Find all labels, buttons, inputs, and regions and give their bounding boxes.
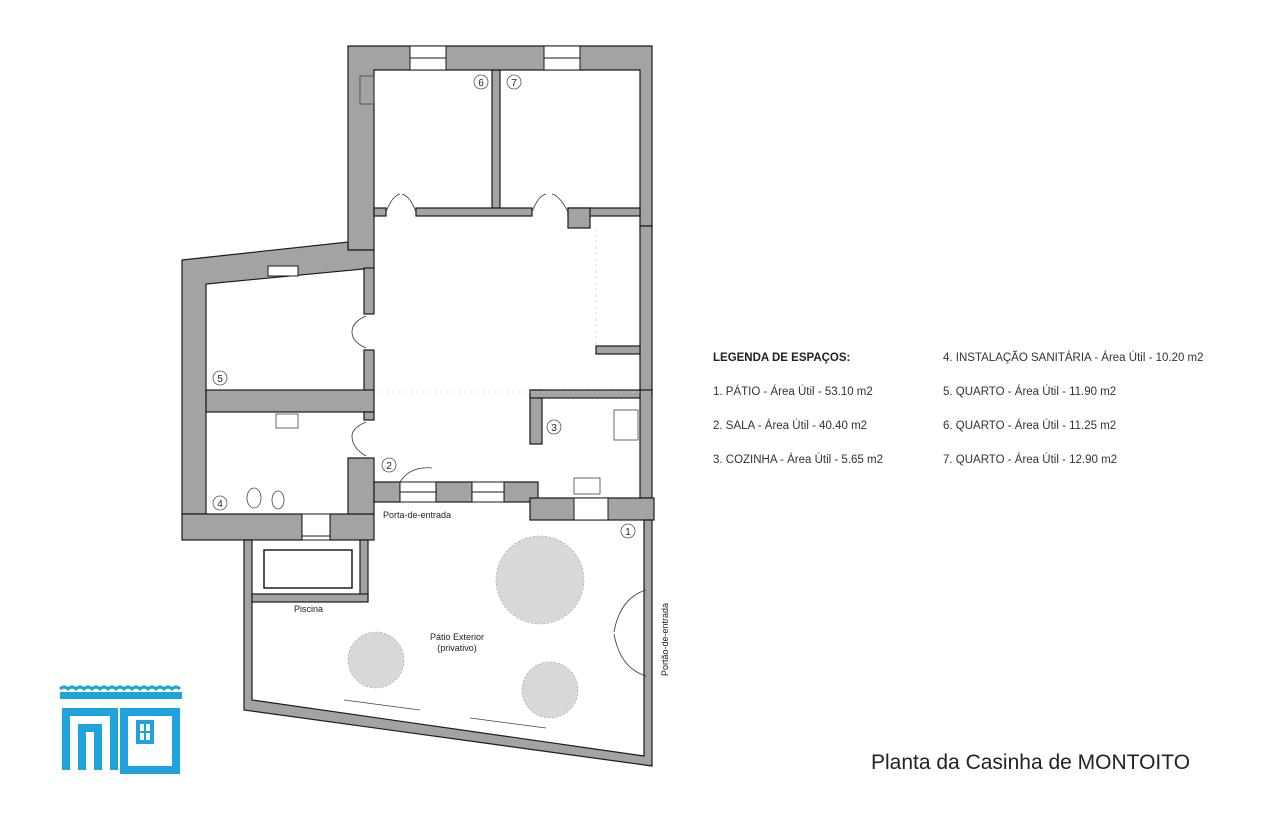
wall-patio-pool-bottom — [251, 593, 369, 603]
logo-crenellation — [58, 685, 182, 692]
label-front-door: Porta-de-entrada — [383, 510, 451, 520]
door-swings — [351, 193, 647, 677]
toilet-1 — [246, 487, 262, 509]
wall-divider-6-7 — [491, 69, 501, 215]
wall-patio-pool-right — [359, 539, 369, 599]
tree-left — [347, 631, 405, 689]
door-room6 — [385, 193, 417, 213]
window-room5 — [267, 265, 299, 277]
label-gate: Portão-de-entrada — [660, 603, 670, 676]
wall-bedroom-mid-bottom — [415, 207, 533, 217]
wall-front-left — [373, 481, 401, 503]
door-front — [399, 467, 433, 483]
room-marker-text: 2 — [386, 461, 392, 472]
room-marker-text: 7 — [511, 78, 517, 89]
logo-roofline — [60, 692, 182, 699]
wall-left-wing — [181, 241, 375, 515]
legend-item-3: 3. COZINHA - Área Útil - 5.65 m2 — [713, 454, 883, 466]
wall-bottom-mid — [329, 513, 375, 541]
legend-column-left: LEGENDA DE ESPAÇOS: 1. PÁTIO - Área Útil… — [713, 350, 883, 486]
room-marker-text: 6 — [478, 78, 484, 89]
legend-column-right: 4. INSTALAÇÃO SANITÁRIA - Área Útil - 10… — [943, 350, 1204, 486]
window-openings — [267, 45, 609, 541]
room-marker-5: 5 — [212, 370, 228, 386]
trees — [347, 535, 585, 719]
label-patio-1: Pátio Exterior — [430, 632, 484, 642]
plan-labels: Porta-de-entrada Piscina Pátio Exterior … — [294, 510, 670, 676]
room-marker-3: 3 — [546, 419, 562, 435]
wall-kitchen-top — [529, 389, 641, 399]
kitchen-sink — [573, 477, 601, 495]
legend-item-6: 6. QUARTO - Área Útil - 11.25 m2 — [943, 420, 1117, 432]
label-pool: Piscina — [294, 604, 323, 614]
wall-room5-bottom — [205, 389, 375, 413]
room-marker-text: 3 — [551, 423, 557, 434]
room-marker-text: 1 — [625, 527, 631, 538]
wall-room5-right-bot — [363, 349, 375, 395]
door-room5 — [351, 315, 367, 349]
sink-bath — [275, 413, 299, 429]
wall-bottom-left — [181, 513, 303, 541]
wall-right-kitchen — [639, 389, 653, 499]
wall-front-pier1 — [435, 481, 473, 503]
wall-sala-pier — [595, 345, 641, 355]
bench-2 — [469, 717, 547, 729]
window-kitchen — [573, 497, 609, 521]
door-room4 — [351, 421, 367, 457]
room-markers: 1 2 3 4 5 6 7 — [212, 74, 636, 539]
wall-bedroom-7-pier — [567, 207, 591, 229]
wall-patio-outer — [243, 519, 653, 767]
kitchen-counter — [613, 409, 639, 441]
room-marker-2: 2 — [381, 457, 397, 473]
bench-1 — [343, 699, 421, 711]
bidet — [271, 490, 285, 510]
room-marker-6: 6 — [473, 74, 489, 90]
room-marker-7: 7 — [506, 74, 522, 90]
legend-item-5: 5. QUARTO - Área Útil - 11.90 m2 — [943, 386, 1117, 398]
logo-door-shape — [62, 708, 118, 770]
wall-bedroom-6-bottom — [373, 207, 387, 217]
legend-item-4: 4. INSTALAÇÃO SANITÁRIA - Área Útil - 10… — [943, 352, 1204, 364]
tree-right — [521, 661, 579, 719]
wall-right-lower — [639, 225, 653, 397]
legend-item-2: 2. SALA - Área Útil - 40.40 m2 — [713, 420, 868, 432]
plan-title: Planta da Casinha de MONTOITO — [871, 751, 1191, 774]
door-room7 — [531, 193, 569, 213]
guide-lines — [374, 228, 640, 393]
wardrobe-room6 — [359, 75, 375, 105]
fixtures — [246, 75, 639, 729]
room-marker-1: 1 — [620, 523, 636, 539]
room-marker-text: 5 — [217, 374, 223, 385]
tree-large — [495, 535, 585, 625]
legend-item-1: 1. PÁTIO - Área Útil - 53.10 m2 — [713, 386, 873, 398]
room-marker-text: 4 — [217, 499, 223, 510]
door-gate — [613, 589, 647, 677]
label-patio-2: (privativo) — [437, 643, 477, 653]
logo-window-frame — [120, 708, 180, 774]
pool — [263, 549, 353, 589]
legend-item-7: 7. QUARTO - Área Útil - 12.90 m2 — [943, 454, 1118, 466]
room-marker-4: 4 — [212, 495, 228, 511]
wall-room5-right-top — [363, 267, 375, 315]
building-walls — [181, 45, 655, 767]
wall-room4-right-top — [363, 411, 375, 421]
legend-heading: LEGENDA DE ESPAÇOS: — [713, 352, 851, 364]
house-logo-icon — [58, 685, 182, 774]
wall-room4-right-bot — [347, 457, 375, 515]
